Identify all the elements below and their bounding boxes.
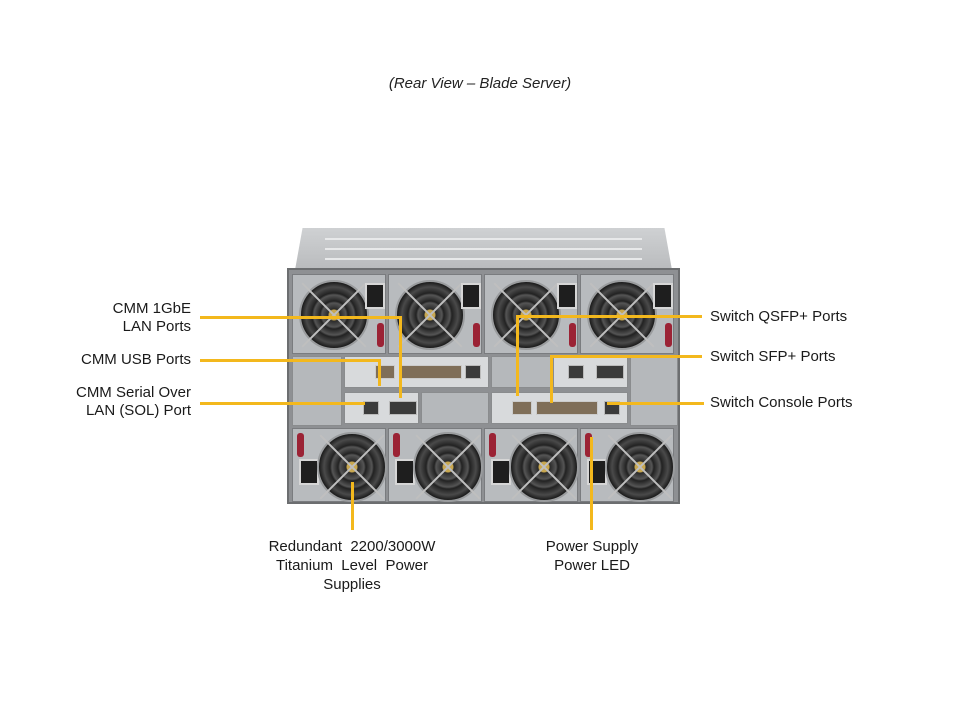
callout-power-supplies: Redundant 2200/3000W Titanium Level Powe… [252,537,452,594]
callout-switch-console-ports: Switch Console Ports [710,394,853,412]
callout-cmm-lan-ports: CMM 1GbE LAN Ports [113,300,191,336]
power-inlet-icon [491,459,511,485]
power-supply-unit [484,274,578,354]
callout-text: CMM USB Ports [80,351,191,368]
leader-line-psu [351,482,354,530]
blank-panel [292,356,342,426]
leader-line-cmm-usb-h [200,359,381,362]
power-inlet-icon [299,459,319,485]
fan-icon [299,280,369,350]
power-inlet-icon [395,459,415,485]
power-supply-unit [292,274,386,354]
blank-panel [491,356,551,388]
leader-line-console [607,402,704,405]
leader-line-qsfp-v [516,315,519,396]
fan-icon [413,432,483,502]
fan-icon [395,280,465,350]
chassis-top-cover [295,228,672,270]
power-inlet-icon [557,283,577,309]
callout-text: Redundant 2200/3000W [268,538,436,555]
callout-text: LAN Ports [122,318,191,335]
cmm-module [344,392,419,424]
callout-cmm-usb-ports: CMM USB Ports [81,351,191,369]
power-inlet-icon [365,283,385,309]
power-supply-unit [580,274,674,354]
release-latch [569,323,576,347]
fan-icon [509,432,579,502]
callout-power-supply-led: Power Supply Power LED [512,537,672,575]
power-supply-unit [388,428,483,502]
callout-text: Power LED [554,557,630,574]
callout-text: LAN (SOL) Port [85,402,191,419]
power-supply-unit [484,428,579,502]
power-supply-unit [292,428,387,502]
fan-icon [605,432,675,502]
release-latch [665,323,672,347]
release-latch [585,433,592,457]
callout-text: Switch SFP+ Ports [710,348,836,365]
leader-line-qsfp-h [516,315,702,318]
leader-line-sfp-h [550,355,702,358]
leader-line-sfp-v [550,355,553,403]
callout-text: Titanium Level Power [275,557,428,574]
blade-server-rear-image [287,228,680,508]
callout-text: Supplies [323,576,381,593]
power-supply-unit [580,428,675,502]
switch-module [491,392,628,424]
cmm-module [553,356,628,388]
callout-text: CMM 1GbE [112,300,191,317]
power-supply-unit [388,274,482,354]
release-latch [393,433,400,457]
callout-cmm-sol-port: CMM Serial Over LAN (SOL) Port [76,384,191,420]
leader-line-cmm-usb-v [378,359,381,386]
release-latch [297,433,304,457]
callout-text: Switch Console Ports [710,394,853,411]
power-inlet-icon [653,283,673,309]
release-latch [377,323,384,347]
leader-line-cmm-lan-v [399,316,402,398]
chassis-rear-panel [287,268,680,504]
blank-panel [421,392,489,424]
callout-text: CMM Serial Over [75,384,191,401]
power-inlet-icon [461,283,481,309]
leader-line-cmm-sol [200,402,365,405]
callout-switch-sfp-ports: Switch SFP+ Ports [710,348,835,366]
callout-text: Power Supply [545,538,639,555]
leader-line-psu-led [590,437,593,530]
leader-line-cmm-lan-h [200,316,402,319]
diagram-title: (Rear View – Blade Server) [388,75,572,92]
release-latch [473,323,480,347]
callout-switch-qsfp-ports: Switch QSFP+ Ports [710,308,847,326]
blank-panel [630,356,678,426]
release-latch [489,433,496,457]
callout-text: Switch QSFP+ Ports [710,308,848,325]
